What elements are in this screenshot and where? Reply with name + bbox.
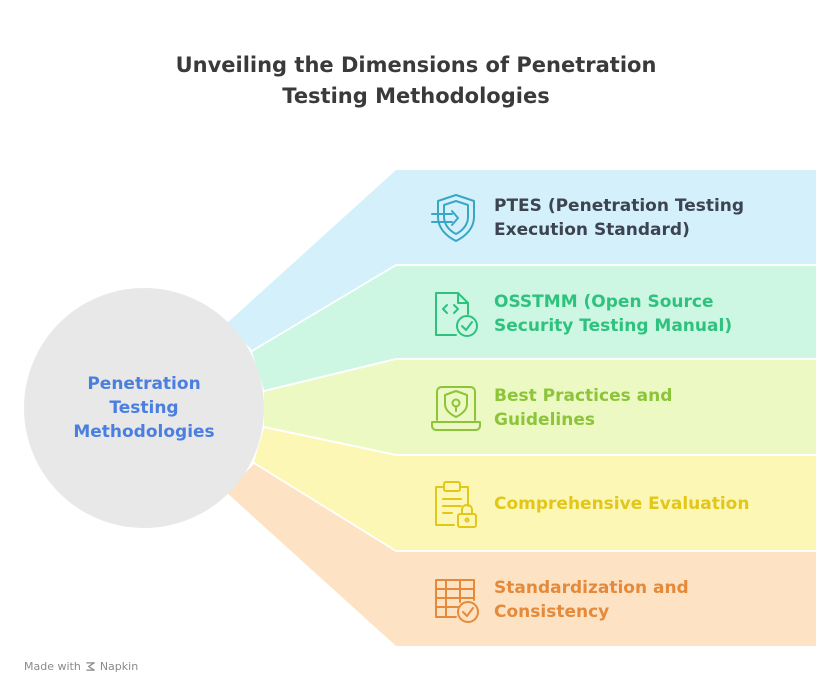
item-osstmm-line-2: Security Testing Manual) (494, 316, 733, 336)
center-circle (24, 288, 264, 528)
item-osstmm: OSSTMM (Open Source Security Testing Man… (396, 266, 816, 362)
shield-login-icon (431, 194, 475, 242)
footer-brand: Napkin (99, 660, 139, 673)
center-label: Penetration Testing Methodologies (28, 372, 260, 444)
item-best-practices-line-1: Best Practices and (494, 386, 673, 406)
item-osstmm-line-1: OSSTMM (Open Source (494, 292, 714, 312)
item-comprehensive-label: Comprehensive Evaluation (494, 456, 804, 552)
item-standardization: Standardization and Consistency (396, 552, 816, 648)
footer-made-with: Made with (24, 660, 81, 673)
wedge-ptes (226, 170, 816, 350)
footer-attribution: Made with Napkin (24, 660, 138, 673)
item-best-practices: Best Practices and Guidelines (396, 360, 816, 456)
item-comprehensive-line-1: Comprehensive Evaluation (494, 494, 750, 514)
item-standardization-label: Standardization and Consistency (494, 552, 804, 648)
item-standardization-line-2: Consistency (494, 602, 610, 622)
item-ptes-label: PTES (Penetration Testing Execution Stan… (494, 170, 804, 266)
napkin-logo-icon (86, 662, 95, 671)
item-standardization-line-1: Standardization and (494, 578, 689, 598)
wedge-standardization (226, 464, 816, 646)
item-ptes-line-2: Execution Standard) (494, 220, 690, 240)
item-best-practices-line-2: Guidelines (494, 410, 595, 430)
item-ptes: PTES (Penetration Testing Execution Stan… (396, 170, 816, 266)
center-line-1: Penetration (87, 374, 201, 394)
item-ptes-line-1: PTES (Penetration Testing (494, 196, 745, 216)
item-osstmm-label: OSSTMM (Open Source Security Testing Man… (494, 266, 804, 362)
title-line-2: Testing Methodologies (282, 84, 550, 108)
code-file-check-icon (435, 292, 478, 337)
wedge-comprehensive (254, 428, 816, 550)
title-line-1: Unveiling the Dimensions of Penetration (175, 53, 657, 77)
item-best-practices-label: Best Practices and Guidelines (494, 360, 804, 456)
clipboard-lock-icon (435, 481, 477, 528)
center-line-3: Methodologies (73, 422, 215, 442)
center-line-2: Testing (109, 398, 179, 418)
table-check-icon (435, 579, 479, 623)
diagram-title: Unveiling the Dimensions of Penetration … (0, 50, 832, 112)
item-comprehensive: Comprehensive Evaluation (396, 456, 816, 552)
wedge-best-practices (264, 360, 816, 454)
wedge-osstmm (252, 266, 816, 390)
laptop-shield-icon (431, 386, 481, 431)
